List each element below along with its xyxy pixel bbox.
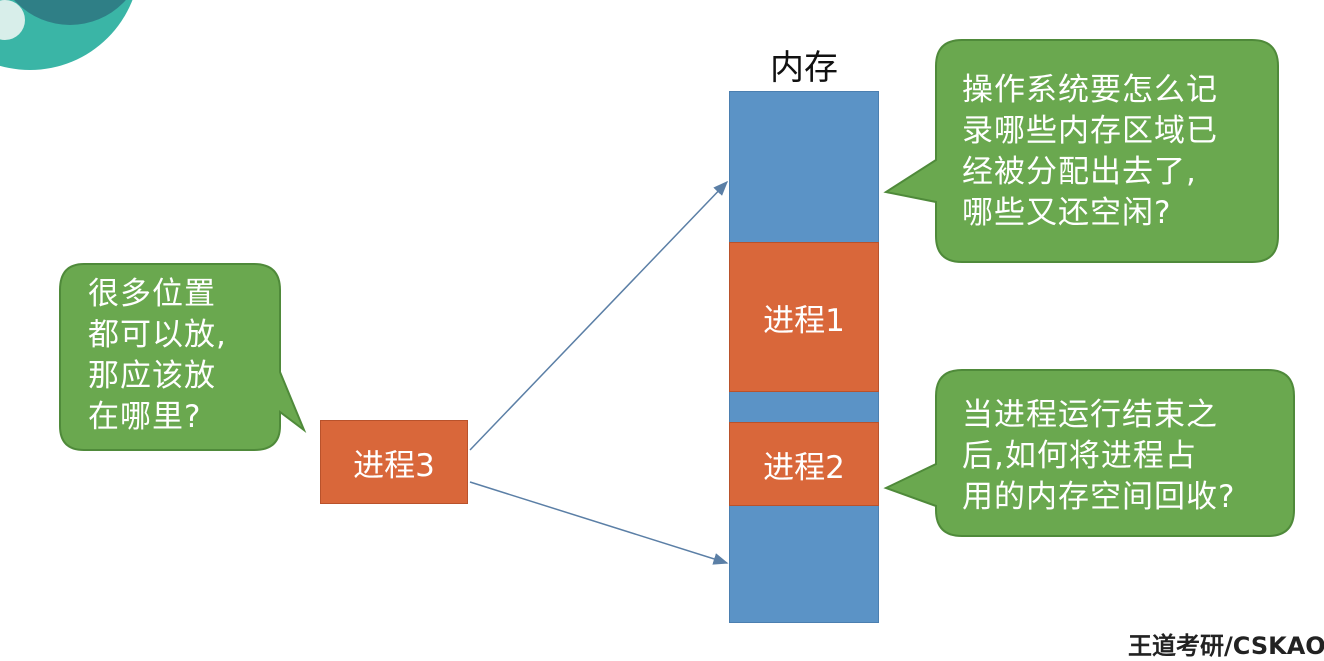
callout-left-bubble xyxy=(59,263,307,451)
arrow-to-upper-free-area xyxy=(469,180,729,451)
process-3-block: 进程3 xyxy=(320,420,468,504)
callout-left-text: 很多位置 都可以放, 那应该放 在哪里? xyxy=(88,276,227,435)
memory-title: 内存 xyxy=(770,48,838,88)
callout-top-right-bubble xyxy=(883,39,1279,263)
arrow-to-lower-free-area xyxy=(469,481,729,565)
callout-bottom-right-text: 当进程运行结束之 后,如何将进程占 用的内存空间回收? xyxy=(962,397,1236,515)
callout-top-right-text: 操作系统要怎么记 录哪些内存区域已 经被分配出去了, 哪些又还空闲? xyxy=(962,72,1218,231)
process-1-block: 进程1 xyxy=(729,242,879,392)
corner-decoration xyxy=(0,0,133,70)
callout-bottom-right-bubble xyxy=(883,369,1295,537)
process-2-block: 进程2 xyxy=(729,422,879,506)
watermark: 王道考研/CSKAOYAN xyxy=(1128,632,1324,660)
